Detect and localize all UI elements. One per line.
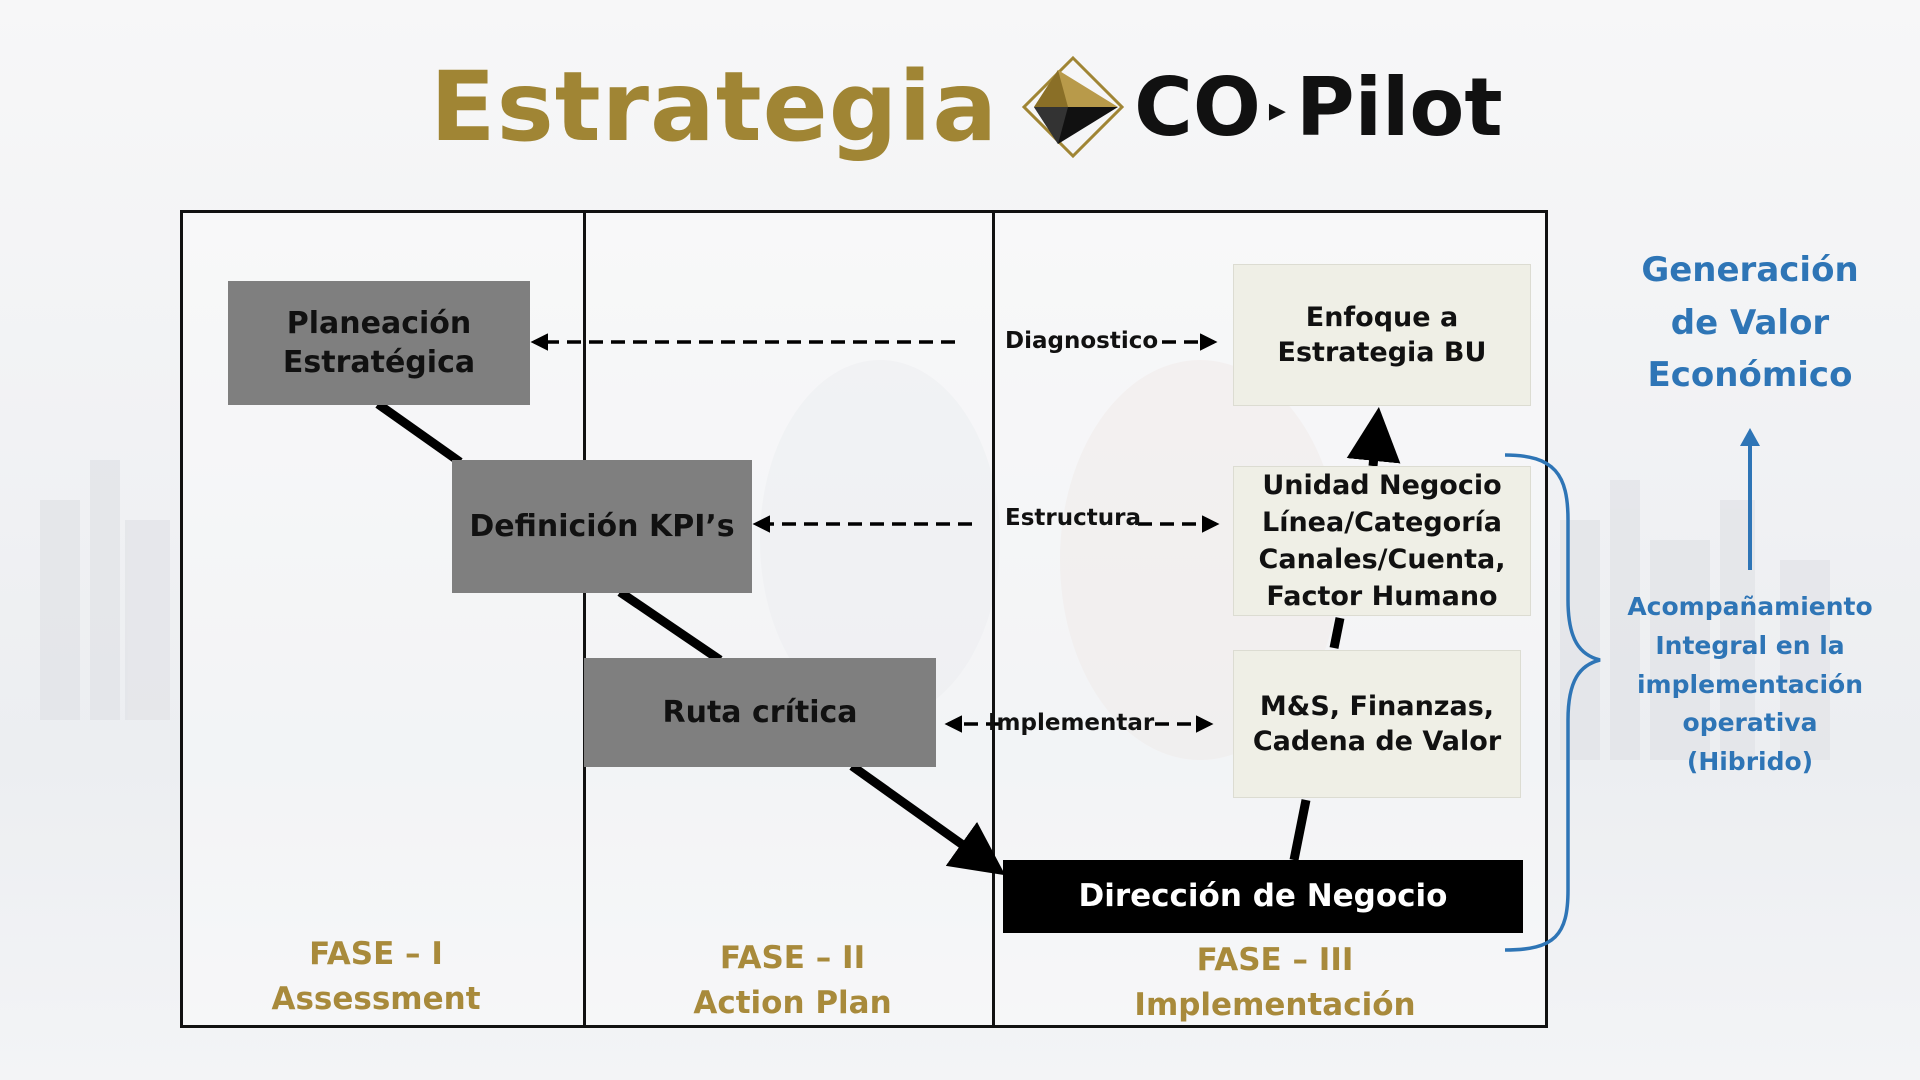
phase-3-label: FASE – III Implementación [1060, 938, 1490, 1028]
title-co: CO [1134, 60, 1261, 154]
acompanamiento-line-2: Integral en la [1655, 630, 1845, 660]
planeacion-estrategica-box: Planeación Estratégica [228, 281, 530, 405]
enfoque-estrategia-box: Enfoque a Estrategia BU [1233, 264, 1531, 406]
diagnostico-label: Diagnostico [1005, 328, 1159, 354]
phase-2-subtitle: Action Plan [693, 984, 892, 1021]
unidad-line-2: Línea/Categoría [1262, 506, 1502, 538]
ruta-critica-box: Ruta crítica [584, 658, 936, 767]
unidad-negocio-box: Unidad Negocio Línea/Categoría Canales/C… [1233, 466, 1531, 616]
phase-divider-1 [583, 210, 586, 1028]
page-title: Estrategia CO ▸ Pilot [430, 42, 1503, 172]
blue-up-arrowhead [1740, 428, 1760, 446]
ms-line-2: Cadena de Valor [1252, 726, 1502, 757]
unidad-line-3: Canales/Cuenta, [1258, 544, 1506, 575]
flow-arrow-to-direccion [849, 762, 1006, 876]
acompanamiento-text: Acompañamiento Integral en la implementa… [1610, 588, 1890, 782]
phase-2-title: FASE – II [719, 940, 866, 976]
enfoque-line-2: Estrategia BU [1277, 337, 1487, 368]
phase-divider-2 [992, 210, 995, 1028]
acompanamiento-line-1: Acompañamiento [1627, 592, 1873, 621]
estructura-label: Estructura [1005, 505, 1141, 531]
generacion-line-1: Generación [1641, 250, 1859, 290]
phase-2-label: FASE – II Action Plan [600, 936, 985, 1026]
ms-finanzas-box: M&S, Finanzas, Cadena de Valor [1233, 650, 1521, 798]
title-estrategia: Estrategia [430, 51, 999, 163]
definicion-kpis-box: Definición KPI’s [452, 460, 752, 593]
title-separator-icon: ▸ [1268, 90, 1286, 130]
acompanamiento-line-4: operativa [1682, 708, 1818, 738]
blue-brace [1504, 453, 1601, 952]
direccion-negocio-box: Dirección de Negocio [1003, 860, 1523, 933]
unidad-line-4: Factor Humano [1266, 581, 1498, 613]
phase-3-title: FASE – III [1196, 942, 1354, 978]
title-pilot: Pilot [1295, 60, 1503, 154]
up-arrow-to-enfoque [1346, 407, 1401, 467]
phase-1-subtitle: Assessment [271, 980, 481, 1017]
ruta-critica-label: Ruta crítica [662, 695, 858, 730]
acompanamiento-line-5: (Hibrido) [1686, 747, 1814, 776]
up-line-2 [1329, 617, 1345, 649]
phase-3-subtitle: Implementación [1134, 986, 1416, 1023]
enfoque-line-1: Enfoque a [1305, 301, 1459, 333]
direccion-label: Dirección de Negocio [1078, 878, 1448, 915]
generacion-line-3: Económico [1647, 355, 1853, 396]
phase-1-label: FASE – I Assessment [186, 932, 566, 1022]
ms-line-1: M&S, Finanzas, [1259, 690, 1495, 722]
compass-arrow-icon [1022, 55, 1125, 159]
planeacion-line-1: Planeación [286, 306, 472, 341]
flow-line-1 [375, 400, 463, 466]
unidad-line-1: Unidad Negocio [1262, 469, 1502, 501]
planeacion-line-2: Estratégica [282, 345, 476, 380]
generacion-valor-title: Generación de Valor Económico [1625, 244, 1875, 402]
definicion-kpis-label: Definición KPI’s [469, 509, 735, 544]
flow-line-2 [617, 588, 723, 664]
up-line-1 [1289, 799, 1311, 861]
implementar-label: Implementar [988, 710, 1155, 736]
acompanamiento-line-3: implementación [1636, 669, 1864, 699]
generacion-line-2: de Valor [1670, 302, 1830, 343]
phase-1-title: FASE – I [309, 936, 443, 972]
